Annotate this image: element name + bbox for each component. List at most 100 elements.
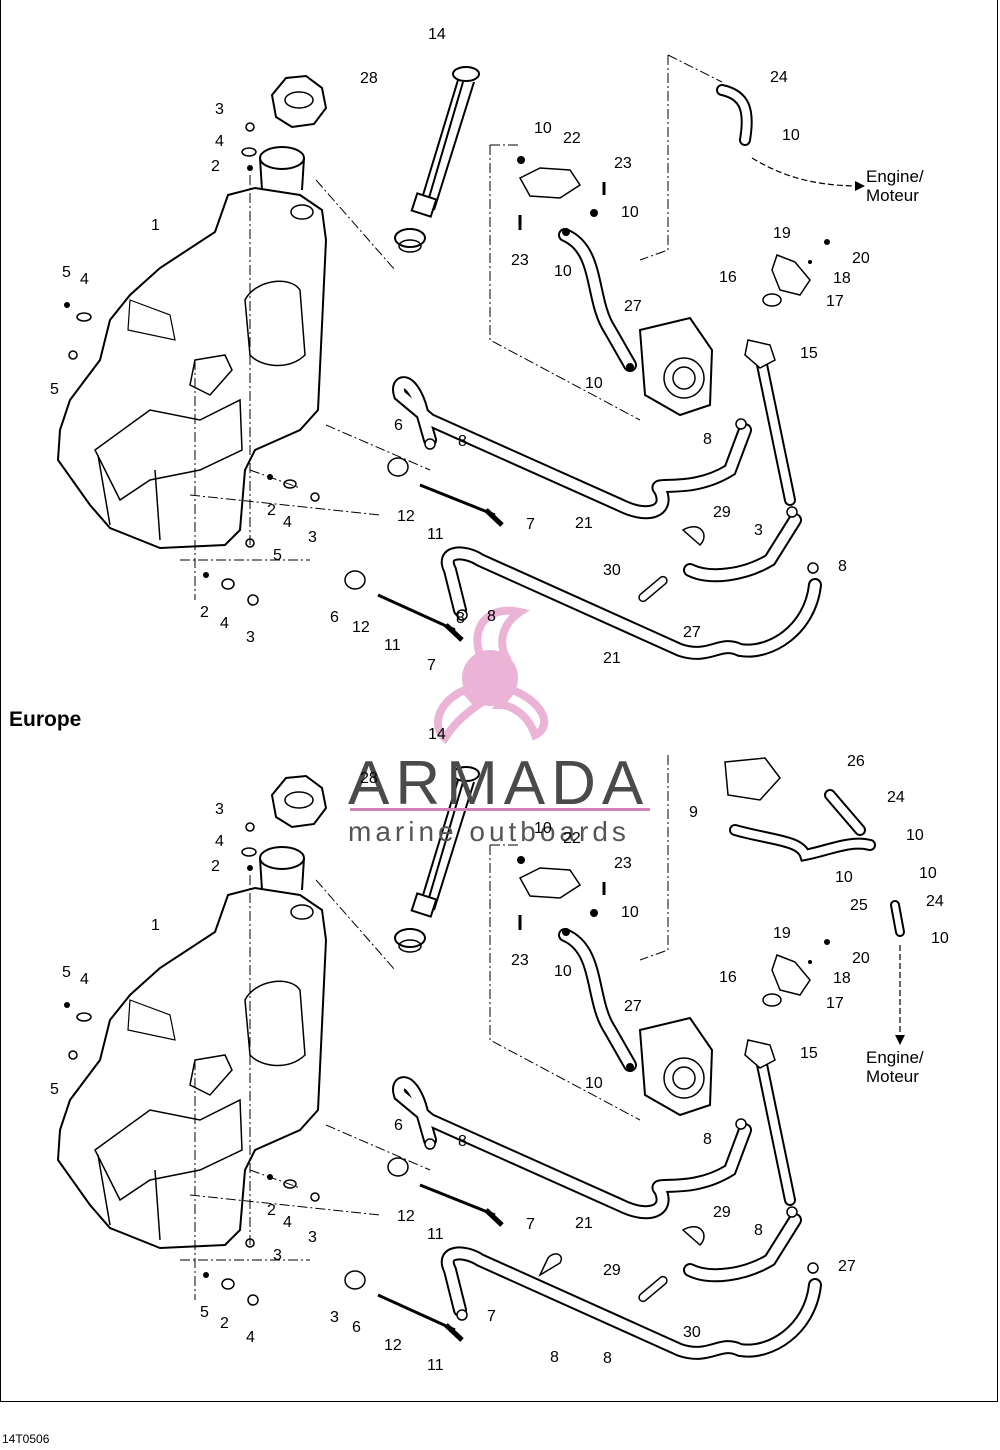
bottom-callout-8: 8: [603, 1350, 612, 1367]
top-callout-3: 3: [246, 629, 255, 646]
bottom-callout-4: 4: [80, 971, 89, 988]
top-callout-3: 3: [308, 529, 317, 546]
drawing-code: 14T0506: [2, 1432, 50, 1446]
top-callout-11: 11: [427, 526, 444, 543]
bottom-callout-3: 3: [273, 1247, 282, 1264]
top-callout-20: 20: [852, 250, 870, 267]
bottom-callout-5: 5: [50, 1081, 59, 1098]
diagram-bottom: [58, 755, 905, 1353]
top-callout-19: 19: [773, 225, 791, 242]
top-callout-1: 1: [151, 217, 160, 234]
bottom-callout-8: 8: [458, 1133, 467, 1150]
top-callout-8: 8: [703, 431, 712, 448]
top-callout-6: 6: [330, 609, 339, 626]
top-callout-4: 4: [283, 514, 292, 531]
bottom-callout-3: 3: [330, 1309, 339, 1326]
bottom-callout-21: 21: [575, 1215, 593, 1232]
bottom-callout-10: 10: [554, 963, 572, 980]
top-callout-8: 8: [456, 610, 465, 627]
bottom-callout-30: 30: [683, 1324, 701, 1341]
bottom-callout-8: 8: [703, 1131, 712, 1148]
top-callout-4: 4: [220, 615, 229, 632]
bottom-callout-10: 10: [534, 820, 552, 837]
top-callout-27: 27: [624, 298, 642, 315]
bottom-callout-29: 29: [713, 1204, 731, 1221]
top-callout-23: 23: [614, 155, 632, 172]
bottom-callout-1: 1: [151, 917, 160, 934]
diagram-top: [58, 55, 865, 653]
bottom-callout-17: 17: [826, 995, 844, 1012]
bottom-callout-12: 12: [397, 1208, 415, 1225]
top-callout-21: 21: [575, 515, 593, 532]
top-callout-15: 15: [800, 345, 818, 362]
top-callout-5: 5: [62, 264, 71, 281]
top-callout-10: 10: [621, 204, 639, 221]
bottom-callout-11: 11: [427, 1226, 444, 1243]
top-callout-21: 21: [603, 650, 621, 667]
bottom-callout-7: 7: [487, 1308, 496, 1325]
top-callout-10: 10: [534, 120, 552, 137]
top-callout-22: 22: [563, 130, 581, 147]
top-callout-10: 10: [554, 263, 572, 280]
top-callout-3: 3: [754, 522, 763, 539]
destination-line-1: Engine/: [866, 1048, 924, 1067]
top-callout-4: 4: [215, 133, 224, 150]
bottom-callout-24: 24: [887, 789, 905, 806]
bottom-callout-20: 20: [852, 950, 870, 967]
watermark-tagline: marine outboards: [348, 816, 630, 847]
bottom-callout-22: 22: [563, 830, 581, 847]
bottom-callout-16: 16: [719, 969, 737, 986]
bottom-callout-29: 29: [603, 1262, 621, 1279]
bottom-callout-9: 9: [689, 804, 698, 821]
destination-line-1: Engine/: [866, 167, 924, 186]
top-callout-10: 10: [585, 375, 603, 392]
top-callout-29: 29: [713, 504, 731, 521]
bottom-callout-10: 10: [621, 904, 639, 921]
bottom-callout-5: 5: [62, 964, 71, 981]
top-callout-14: 14: [428, 26, 446, 43]
destination-line-2: Moteur: [866, 186, 919, 205]
bottom-callout-12: 12: [384, 1337, 402, 1354]
bottom-callout-23: 23: [614, 855, 632, 872]
bottom-callout-7: 7: [526, 1216, 535, 1233]
watermark-rule: [350, 808, 650, 811]
top-callout-2: 2: [211, 158, 220, 175]
top-callout-28: 28: [360, 70, 378, 87]
top-callout-12: 12: [397, 508, 415, 525]
top-callout-8: 8: [487, 608, 496, 625]
bottom-callout-15: 15: [800, 1045, 818, 1062]
bottom-callout-24: 24: [926, 893, 944, 910]
bottom-callout-10: 10: [931, 930, 949, 947]
top-callout-17: 17: [826, 293, 844, 310]
bottom-callout-14: 14: [428, 726, 446, 743]
destination-line-2: Moteur: [866, 1067, 919, 1086]
bottom-callout-26: 26: [847, 753, 865, 770]
bottom-callout-4: 4: [215, 833, 224, 850]
watermark-brand: ARMADA: [348, 749, 650, 818]
top-callout-11: 11: [384, 637, 401, 654]
bottom-callout-11: 11: [427, 1357, 444, 1374]
bottom-callout-10: 10: [906, 827, 924, 844]
bottom-callout-6: 6: [394, 1117, 403, 1134]
bottom-callout-4: 4: [246, 1329, 255, 1346]
top-callout-16: 16: [719, 269, 737, 286]
bottom-callout-5: 5: [200, 1304, 209, 1321]
top-callout-8: 8: [458, 433, 467, 450]
bottom-callout-8: 8: [754, 1222, 763, 1239]
drawing-frame: [0, 0, 998, 1402]
bottom-callout-10: 10: [585, 1075, 603, 1092]
top-callout-7: 7: [427, 657, 436, 674]
bottom-callout-10: 10: [919, 865, 937, 882]
bottom-callout-8: 8: [550, 1349, 559, 1366]
bottom-callout-3: 3: [215, 801, 224, 818]
bottom-callout-2: 2: [267, 1202, 276, 1219]
bottom-callout-25: 25: [850, 897, 868, 914]
top-callout-24: 24: [770, 69, 788, 86]
destination-label-bottom: Engine/ Moteur: [866, 1048, 924, 1086]
top-callout-4: 4: [80, 271, 89, 288]
top-callout-2: 2: [200, 604, 209, 621]
watermark-logo: [433, 606, 549, 745]
top-callout-5: 5: [273, 547, 282, 564]
bottom-callout-23: 23: [511, 952, 529, 969]
